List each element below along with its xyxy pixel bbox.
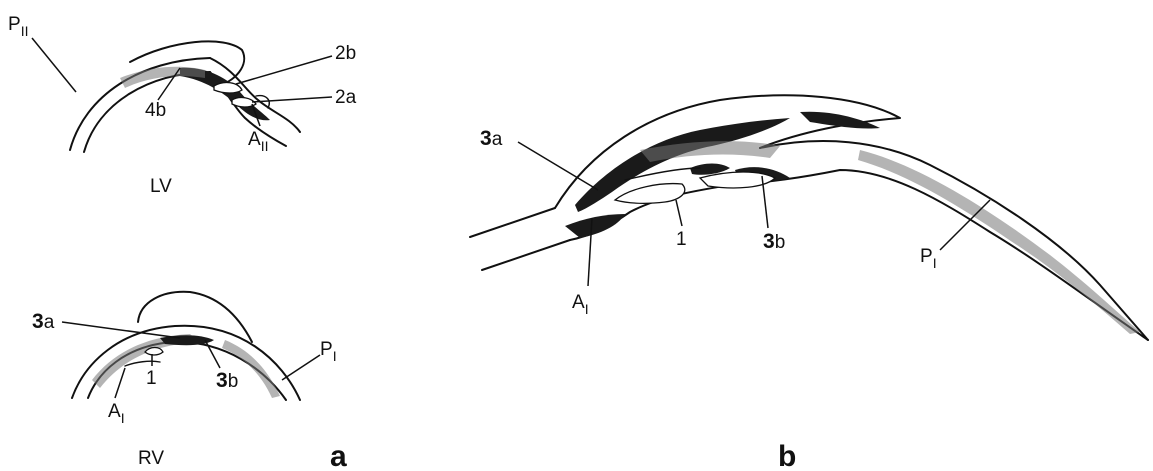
b-leader-3a xyxy=(518,142,598,190)
leader-2a xyxy=(252,97,332,102)
rv-leader-3b xyxy=(205,340,220,368)
lv-labels: PII 4b 2b 2a AII LV xyxy=(8,14,357,197)
panel-letter-a: a xyxy=(330,440,347,471)
rv-label-3a: 3a xyxy=(32,310,55,333)
rv-p1-leader xyxy=(282,355,320,380)
b-leader-1 xyxy=(676,200,682,226)
b-p1-label: PI xyxy=(920,246,937,271)
rv-a1-label: AI xyxy=(108,401,125,426)
rv-label-3b: 3b xyxy=(216,369,238,392)
p2-label: PII xyxy=(8,14,28,39)
lv-view-label: LV xyxy=(150,176,172,197)
rv-label-1: 1 xyxy=(146,368,157,389)
rv-p1-label: PI xyxy=(320,339,337,364)
panel-letter-b: b xyxy=(778,440,796,471)
rv-leader-3a xyxy=(62,322,180,338)
b-label-3a: 3a xyxy=(480,127,503,150)
label-2b: 2b xyxy=(335,43,356,64)
p2-leader xyxy=(32,38,76,92)
rv-drawing xyxy=(72,292,300,400)
label-2a: 2a xyxy=(335,87,357,108)
rv-a1-leader xyxy=(115,368,125,398)
b-label-1: 1 xyxy=(676,229,687,250)
label-4b: 4b xyxy=(145,100,166,121)
b-label-3b: 3b xyxy=(763,230,785,253)
b-a1-label: AI xyxy=(572,292,589,317)
leader-2b xyxy=(236,56,332,84)
lv-drawing xyxy=(70,41,300,152)
rv-view-label: RV xyxy=(138,448,164,469)
